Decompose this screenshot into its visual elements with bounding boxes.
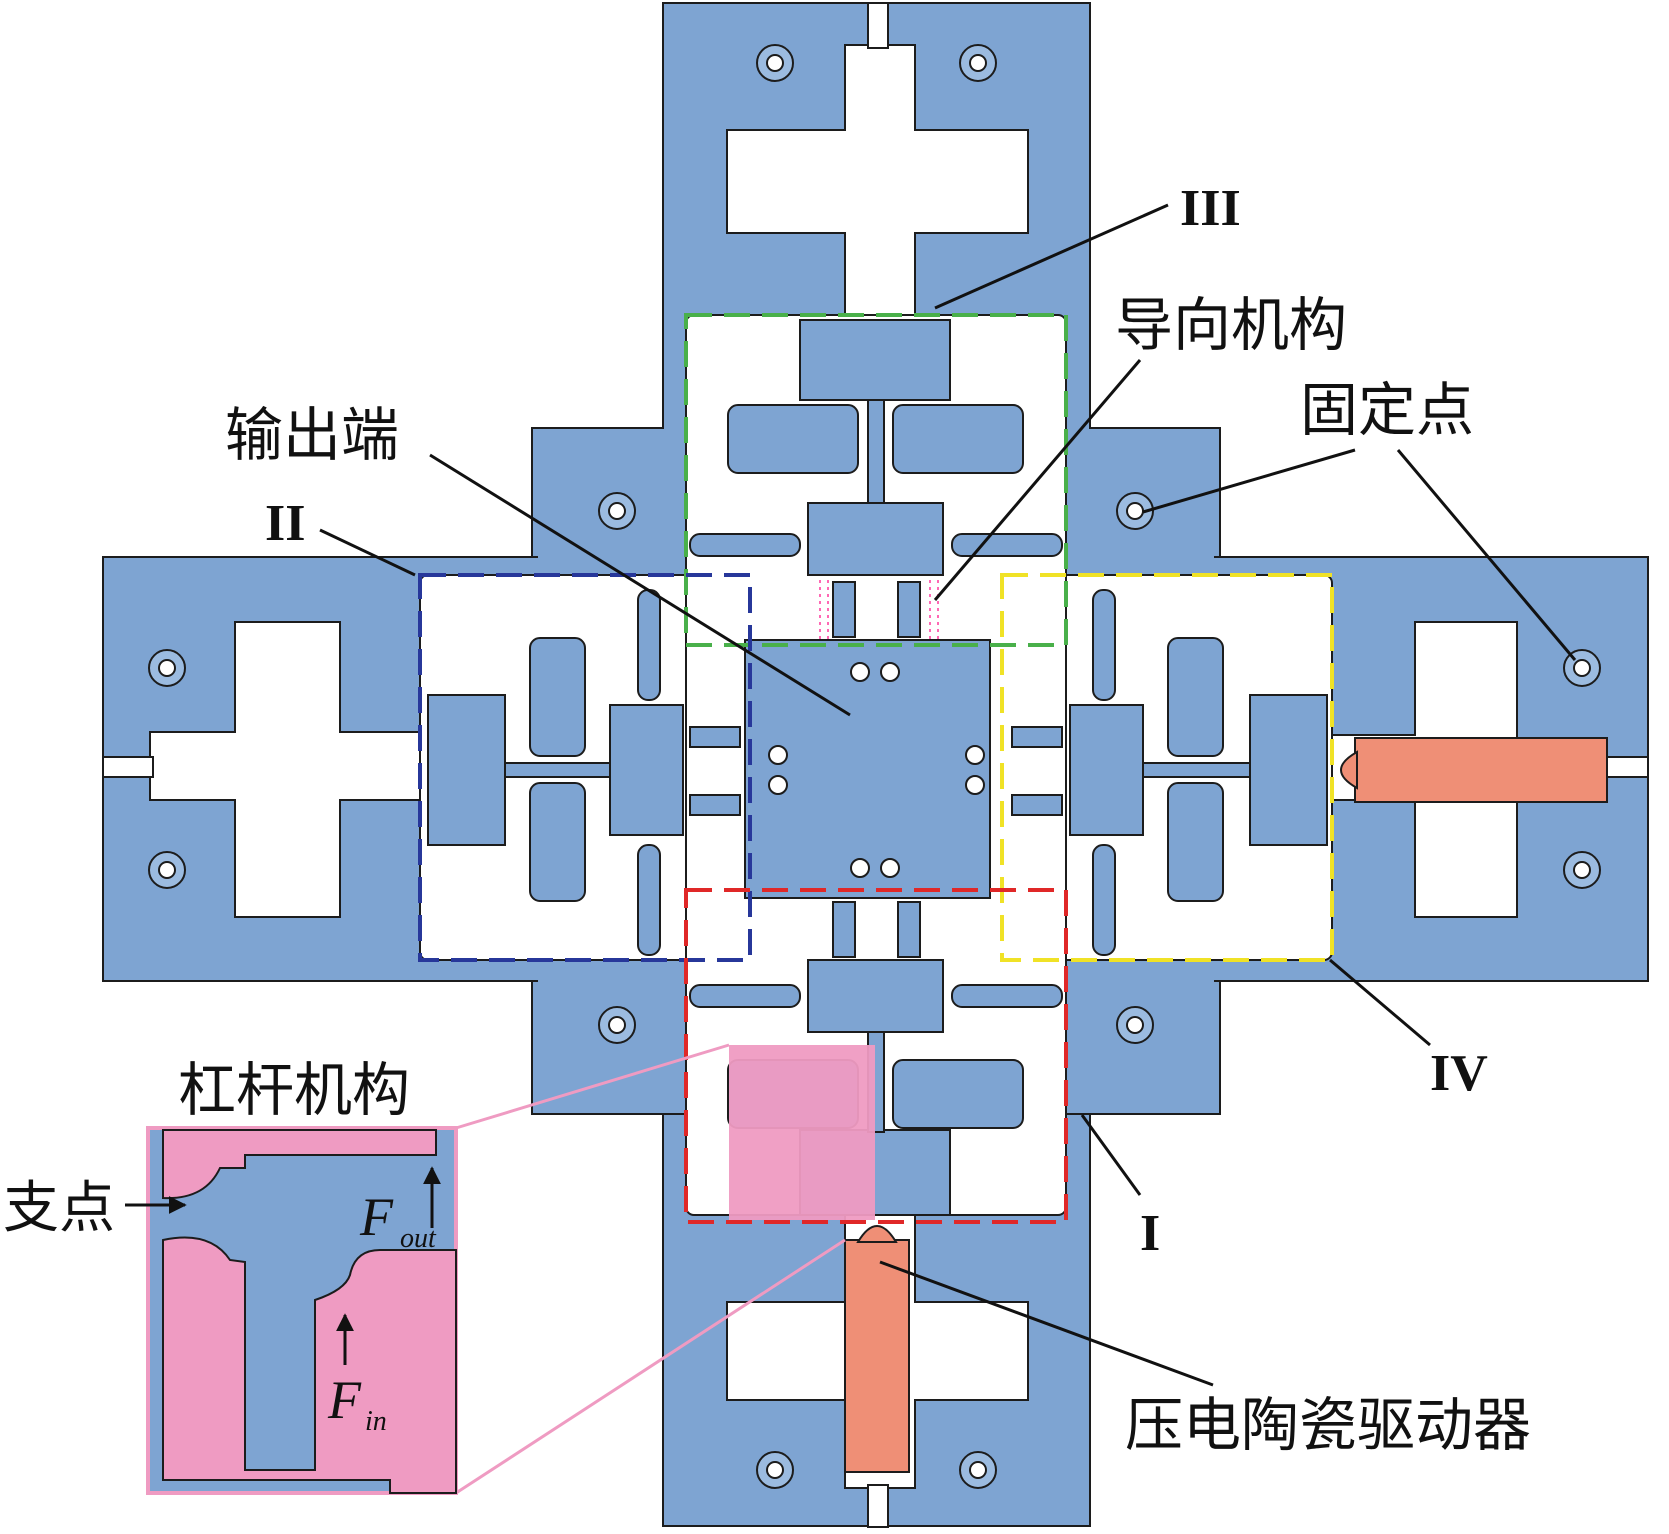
leader-lines [319, 203, 1577, 1387]
top-flex-left [689, 533, 801, 557]
label-guide-mechanism: 导向机构 [1115, 291, 1347, 359]
output-platform [744, 639, 991, 899]
frame-I [684, 888, 1068, 1224]
guide-pink-lines [819, 580, 939, 640]
right-lever-bottom [1167, 782, 1224, 902]
label-I: I [1140, 1205, 1160, 1262]
label-fulcrum: 支点 [3, 1176, 115, 1241]
label-f-in: F [327, 1370, 362, 1430]
piezo-bottom-tip [856, 1225, 898, 1243]
frame-III [684, 313, 1068, 647]
label-II: II [265, 495, 305, 552]
mount-hole [598, 1006, 636, 1044]
mount-hole [1116, 492, 1154, 530]
frame-IV [1000, 573, 1334, 962]
leader-fixed-2 [1396, 449, 1577, 661]
piezo-bottom [844, 1239, 910, 1473]
label-output-end: 输出端 [225, 401, 399, 469]
mount-hole [756, 1451, 794, 1489]
label-lever-mechanism: 杠杆机构 [178, 1056, 410, 1124]
top-input-block [799, 319, 951, 401]
right-lever-top [1167, 637, 1224, 757]
dashed-frames [418, 313, 1334, 1224]
bottom-flex-right [951, 984, 1063, 1008]
left-guide-top [689, 726, 741, 748]
leader-guide [933, 359, 1142, 601]
left-flex-top [637, 589, 661, 701]
bottom-mid-block [807, 959, 944, 1033]
left-flex-bottom [637, 844, 661, 956]
leader-II [319, 528, 416, 577]
right-flex-bottom [1092, 844, 1116, 956]
left-cross-cutout [149, 621, 421, 918]
label-piezo-actuator: 压电陶瓷驱动器 [1125, 1391, 1531, 1459]
leader-I [1080, 1114, 1142, 1196]
piezo-right-tip [1340, 750, 1358, 790]
bottom-flex-left [689, 984, 801, 1008]
mount-hole [1563, 851, 1601, 889]
lever-inset [125, 1043, 846, 1495]
left-input-block [427, 694, 506, 846]
left-lever-bottom [529, 782, 586, 902]
bottom-lever-right [892, 1059, 1024, 1129]
label-f-out-sub: out [400, 1223, 437, 1254]
right-mid-block [1069, 704, 1144, 836]
top-flex-right [951, 533, 1063, 557]
leader-III [934, 203, 1169, 310]
top-guide-left [832, 581, 856, 638]
piezo-actuators [844, 737, 1608, 1473]
mount-hole [148, 649, 186, 687]
mount-hole [148, 851, 186, 889]
top-lever-left [727, 404, 859, 474]
piezo-right [1354, 737, 1608, 803]
right-input-block [1249, 694, 1328, 846]
right-guide-top [1011, 726, 1063, 748]
inset-link-bottom [455, 1238, 846, 1495]
bottom-guide-left [832, 901, 856, 958]
inset-link-top [455, 1043, 730, 1130]
right-flex-top [1092, 589, 1116, 701]
right-guide-bottom [1011, 794, 1063, 816]
labels: III 导向机构 固定点 输出端 II IV I 杠杆机构 支点 F out F… [3, 180, 1531, 1459]
label-IV: IV [1430, 1045, 1488, 1102]
side-slots [102, 2, 1649, 1528]
leader-IV [1329, 958, 1431, 1047]
leader-output [429, 453, 851, 717]
label-f-out: F [359, 1187, 394, 1247]
label-fixed-point: 固定点 [1300, 376, 1474, 444]
inset-pink-region-lower [162, 1236, 457, 1494]
left-guide-bottom [689, 794, 741, 816]
platform-holes [768, 662, 985, 878]
mount-hole [959, 1451, 997, 1489]
leader-fixed-1 [1142, 448, 1356, 514]
leader-piezo [879, 1260, 1214, 1387]
frame-II [418, 573, 752, 962]
left-mid-block [609, 704, 684, 836]
top-mid-block [807, 502, 944, 576]
mount-hole [959, 44, 997, 82]
label-f-in-sub: in [365, 1406, 387, 1437]
mount-hole [598, 492, 636, 530]
mount-hole [1116, 1006, 1154, 1044]
lever-highlight [729, 1045, 875, 1220]
bottom-guide-right [897, 901, 921, 958]
left-lever-top [529, 637, 586, 757]
top-lever-right [892, 404, 1024, 474]
top-guide-right [897, 581, 921, 638]
label-III: III [1180, 180, 1241, 237]
mount-hole [756, 44, 794, 82]
